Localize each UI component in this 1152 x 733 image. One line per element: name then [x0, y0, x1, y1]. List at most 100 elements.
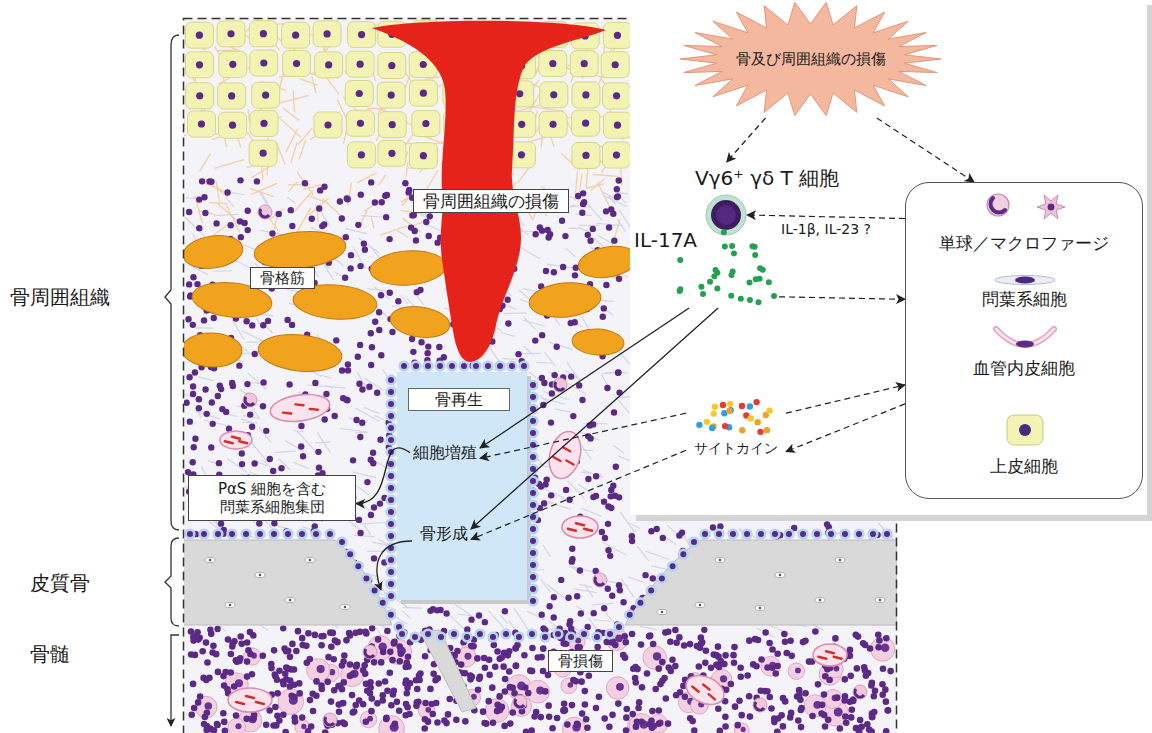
marrow-cell: [879, 681, 886, 688]
marrow-cell: [271, 647, 278, 654]
marrow-cell: [606, 723, 613, 730]
cell-dot: [424, 350, 430, 356]
marrow-cell: [221, 719, 228, 726]
marrow-cell: [655, 665, 662, 672]
cell-dot: [615, 370, 621, 376]
cell-dot: [189, 459, 195, 465]
cell-dot: [312, 380, 318, 386]
cell-dot: [406, 187, 412, 193]
tissue-fiber: [195, 327, 213, 328]
cell-dot: [217, 383, 223, 389]
epithelial-cell: [612, 61, 619, 68]
marrow-cell: [485, 698, 492, 705]
cell-dot: [219, 406, 225, 412]
cell-dot: [267, 456, 273, 462]
tissue-fiber: [579, 225, 599, 226]
cell-dot: [208, 444, 214, 450]
marrow-cell: [195, 699, 202, 706]
marrow-cell: [404, 704, 411, 711]
cell-dot: [196, 396, 202, 402]
marrow-cell: [249, 671, 256, 678]
cell-dot: [357, 263, 363, 269]
marrow-cell: [506, 668, 513, 675]
marrow-cell: [564, 721, 571, 728]
marrow-cell: [647, 632, 654, 639]
cell-dot: [369, 625, 375, 631]
cell-dot: [353, 417, 359, 423]
marrow-cell: [868, 682, 875, 689]
marrow-cell: [494, 648, 501, 655]
cell-dot: [345, 367, 351, 373]
epithelial-cell: [347, 142, 375, 168]
cell-dot: [538, 483, 544, 489]
osteocyte: [715, 557, 725, 562]
marrow-cell: [368, 708, 375, 715]
cell-dot: [339, 367, 345, 373]
tissue-fiber: [527, 611, 545, 620]
marrow-cell: [280, 711, 287, 718]
marrow-cell: [228, 718, 245, 733]
cell-dot: [548, 419, 554, 425]
cell-dot: [322, 416, 328, 422]
cell-dot: [362, 247, 368, 253]
cell-dot: [377, 437, 383, 443]
cell-dot: [190, 322, 196, 328]
cell-dot: [247, 411, 253, 417]
tissue-fiber: [195, 411, 220, 419]
cell-dot: [423, 219, 429, 225]
marrow-cell: [582, 701, 589, 708]
cell-dot: [569, 546, 575, 552]
tissue-fiber: [364, 378, 384, 391]
osteocyte: [344, 606, 347, 609]
cell-dot: [340, 395, 346, 401]
marrow-cell: [540, 645, 547, 652]
cell-dot: [574, 593, 580, 599]
marrow-cell: [507, 720, 514, 727]
cell-dot: [543, 268, 549, 274]
cell-dot: [202, 210, 208, 216]
marrow-cell: [201, 721, 208, 728]
tissue-fiber: [594, 620, 611, 622]
tissue-fiber: [599, 306, 613, 315]
cell-dot: [515, 351, 521, 357]
cell-dot: [357, 342, 363, 348]
blood-vessel: [225, 441, 233, 443]
osteocyte: [309, 559, 312, 562]
cell-dot: [284, 317, 290, 323]
cell-dot: [244, 227, 250, 233]
marrow-cell: [542, 688, 549, 695]
marrow-cell: [235, 723, 241, 729]
marrow-cell: [612, 642, 619, 649]
tissue-fiber: [586, 172, 587, 187]
epithelial-cell: [250, 50, 278, 76]
cell-dot: [590, 226, 596, 232]
marrow-cell: [804, 695, 826, 717]
tissue-fiber: [294, 431, 304, 432]
epithelial-cell: [260, 59, 267, 66]
tissue-fiber: [547, 585, 566, 600]
marrow-cell: [501, 723, 508, 730]
tissue-fiber: [325, 386, 345, 388]
marrow-cell: [215, 669, 222, 676]
epithelial-cell: [358, 31, 365, 38]
tissue-fiber: [543, 545, 551, 557]
epithelial-cell: [314, 112, 342, 138]
tissue-fiber: [360, 523, 385, 524]
marrow-cell: [195, 696, 217, 718]
cell-dot: [572, 272, 578, 278]
marrow-cell: [857, 717, 864, 724]
cell-dot: [554, 343, 560, 349]
cell-dot: [425, 343, 431, 349]
marrow-cell: [659, 659, 666, 666]
cell-dot: [541, 500, 547, 506]
epithelial-cell: [315, 52, 343, 78]
marrow-cell: [752, 636, 759, 643]
marrow-cell: [502, 688, 509, 695]
cell-dot: [650, 575, 656, 581]
tissue-fiber: [321, 375, 331, 378]
epithelial-cell: [389, 121, 396, 128]
marrow-cell: [665, 720, 672, 727]
cell-dot: [269, 230, 275, 236]
epithelial-cell: [227, 30, 234, 37]
skeletal-muscle: [388, 303, 452, 341]
